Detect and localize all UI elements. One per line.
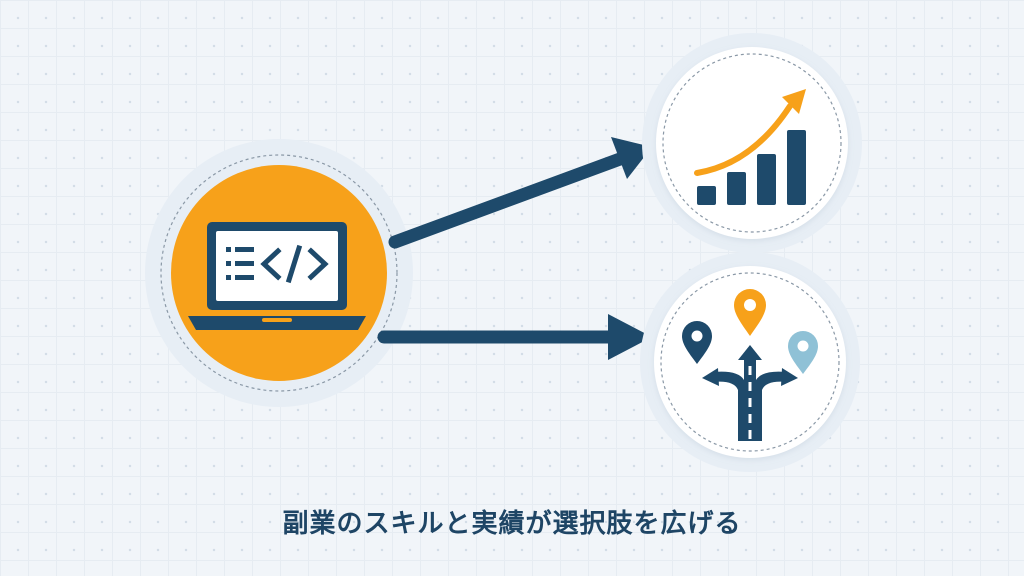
growth-node-dashed-ring	[662, 53, 842, 233]
branching-roads-map-pins-icon	[682, 289, 818, 441]
map-pin-right	[788, 331, 818, 374]
caption-text: 副業のスキルと実績が選択肢を広げる	[282, 509, 742, 539]
arrow-to-growth	[388, 137, 652, 249]
growth-bar-1	[697, 186, 716, 205]
growth-node-circle	[656, 47, 848, 239]
growth-bar-3	[757, 154, 776, 205]
arrow-to-options	[377, 314, 652, 360]
options-node	[640, 252, 860, 472]
growth-bar-4	[787, 130, 806, 205]
laptop-code-icon	[188, 222, 366, 330]
growth-node	[642, 33, 862, 253]
map-pin-left	[682, 321, 712, 364]
growth-trend-arrow	[694, 103, 793, 176]
growth-bar-2	[727, 172, 746, 205]
map-pin-center	[734, 289, 766, 336]
options-node-dashed-ring	[660, 272, 840, 452]
source-node	[145, 139, 413, 407]
source-node-dashed-ring	[160, 154, 398, 392]
growth-bar-chart-icon	[694, 89, 806, 205]
